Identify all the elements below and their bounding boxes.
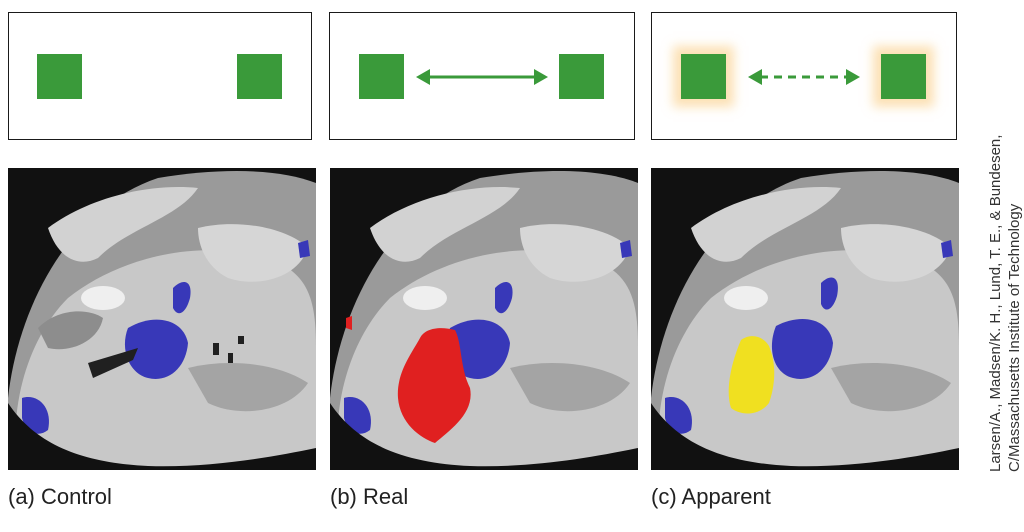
left-square: [681, 54, 726, 99]
right-square: [881, 54, 926, 99]
activation-region: [397, 328, 471, 443]
caption-real: (b) Real: [330, 484, 409, 509]
stimulus-box-real: [329, 12, 635, 140]
left-square: [37, 54, 82, 99]
left-square: [359, 54, 404, 99]
arrow-dashed: [748, 69, 860, 85]
brain-scan-real: [330, 168, 638, 470]
stimulus-box-control: [8, 12, 312, 140]
right-square: [559, 54, 604, 99]
stimulus-box-apparent: [651, 12, 957, 140]
caption-control: (a) Control: [8, 484, 112, 509]
activation-region: [728, 336, 775, 414]
credit-line-1: Larsen/A., Madsen/K. H., Lund, T. E., & …: [987, 134, 1004, 472]
brain-scan-control: [8, 168, 316, 470]
credit-line-2: C/Massachusetts Institute of Technology: [1006, 203, 1023, 472]
brain-scan-apparent: [651, 168, 959, 470]
right-square: [237, 54, 282, 99]
caption-apparent: (c) Apparent: [651, 484, 771, 509]
arrow-solid: [416, 69, 548, 85]
